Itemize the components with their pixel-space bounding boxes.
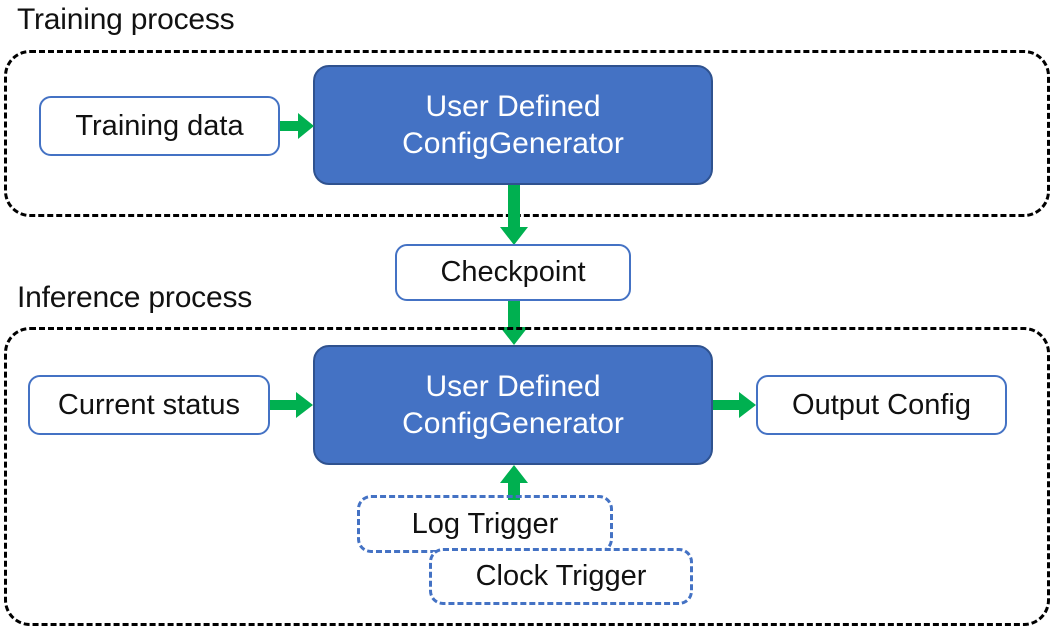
log-trigger-label: Log Trigger	[411, 507, 559, 540]
clock-trigger-label: Clock Trigger	[475, 560, 647, 592]
training-data-label: Training data	[75, 109, 244, 142]
clock-trigger-node[interactable]: Clock Trigger	[429, 548, 693, 605]
output-config-node[interactable]: Output Config	[756, 375, 1007, 435]
arrow-triggers-to-generator-icon	[499, 465, 529, 501]
arrow-checkpoint-to-inference-generator-icon	[499, 301, 529, 347]
arrow-training-data-to-generator-icon	[280, 111, 316, 141]
arrow-current-status-to-generator-icon	[270, 390, 315, 420]
inference-process-container	[4, 327, 1050, 626]
training-generator-label-line1: User Defined	[425, 89, 601, 123]
inference-process-title: Inference process	[17, 281, 253, 314]
inference-generator-label-line2: ConfigGenerator	[402, 407, 624, 440]
training-config-generator-node[interactable]: User Defined ConfigGenerator	[313, 65, 713, 185]
checkpoint-node[interactable]: Checkpoint	[395, 244, 631, 301]
log-trigger-node[interactable]: Log Trigger	[357, 495, 613, 553]
training-data-node[interactable]: Training data	[39, 96, 280, 156]
training-process-container	[4, 50, 1050, 217]
current-status-label: Current status	[57, 388, 241, 421]
output-config-label: Output Config	[792, 388, 971, 421]
current-status-node[interactable]: Current status	[28, 375, 270, 435]
inference-config-generator-node[interactable]: User Defined ConfigGenerator	[313, 345, 713, 465]
training-process-title: Training process	[17, 3, 235, 36]
arrow-generator-to-checkpoint-icon	[499, 185, 529, 247]
arrow-generator-to-output-config-icon	[713, 390, 758, 420]
training-generator-label-line2: ConfigGenerator	[402, 127, 624, 160]
inference-generator-label-line1: User Defined	[425, 369, 601, 403]
checkpoint-label: Checkpoint	[440, 256, 586, 289]
